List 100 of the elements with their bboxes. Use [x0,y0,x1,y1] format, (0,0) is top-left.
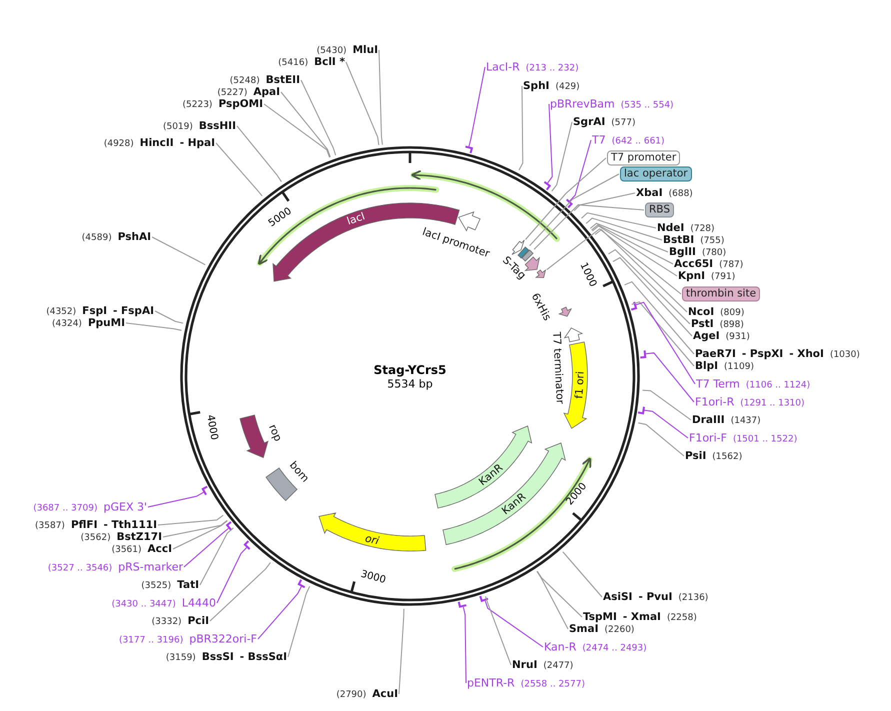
cut-position: (2790) [336,690,366,700]
cut-position: (429) [555,82,580,92]
leader-line [536,570,568,630]
enzyme-name: AsiSI [603,591,632,603]
cut-position: (5227) [217,88,248,98]
leader-line [586,218,662,240]
cut-position: (3587) [35,521,65,531]
leader-line [216,142,263,196]
cut-position: (780) [702,248,726,258]
enzyme-name: BssHII [198,120,236,132]
leader-line [236,126,282,182]
leader-line [631,301,694,366]
leader-line [398,608,404,694]
feature-tag: RBS [645,202,674,218]
enzyme-name: - XmaI [622,611,661,623]
cut-position: (577) [611,118,636,128]
leader-line [462,606,466,684]
feature-label: ori [364,532,380,548]
leader-line [612,257,692,336]
primer-position: (2474 .. 2493) [582,644,647,654]
leader-line [184,528,229,568]
cut-position: (1030) [830,350,860,360]
cut-position: (3332) [152,617,182,627]
enzyme-name: - HpaI [180,137,215,149]
leader-line [562,551,602,598]
enzyme-name: PsiI [685,450,706,462]
cut-position: (2477) [543,661,574,671]
leader-line [547,104,553,184]
primer-name: pGEX 3' [103,500,147,514]
leader-line [200,527,234,586]
primer-name: pBRrevBam [550,98,615,110]
cut-position: (2136) [678,593,708,603]
primer-position: (213 .. 232) [526,64,579,74]
enzyme-name: - PvuI [638,591,672,603]
plasmid-name: Stag-YCrs5 [374,363,446,377]
leader-line [581,212,656,228]
cut-position: (809) [720,308,744,318]
cut-position: (2260) [604,625,634,635]
leader-line [152,236,206,266]
cut-position: (3561) [112,545,142,555]
feature-label: rop [266,423,284,444]
feature-label: lacI [345,210,366,228]
enzyme-name: AccI [148,543,172,555]
cut-position: (4928) [104,139,134,149]
leader-line [468,66,486,147]
enzyme-name: - XhoI [789,348,824,360]
enzyme-name: - BssSαI [240,651,287,663]
primer-name: F1ori-R [695,396,734,408]
enzyme-name: PshAI [118,231,151,243]
enzyme-name: TatI [177,579,199,591]
leader-line [300,80,336,156]
leader-line [636,302,696,384]
leader-line [518,86,524,171]
enzyme-name: NdeI [657,222,684,234]
primer-position: (3687 .. 3709) [33,504,98,514]
enzyme-name: TspMI [583,611,617,623]
cut-position: (898) [720,320,744,330]
enzyme-name: XbaI [636,187,663,199]
enzyme-name: SgrAI [573,116,606,128]
primer-position: (1106 .. 1124) [746,380,810,390]
primer-name: F1ori-F [689,432,727,444]
cut-position: (755) [700,236,724,246]
cut-position: (3159) [166,653,196,663]
leader-line [591,224,674,264]
cut-position: (3562) [80,533,111,543]
feature-label: 6xHis [528,290,553,322]
primer-name: L4440 [182,596,216,610]
cut-position: (787) [719,260,744,270]
cut-position: (5248) [230,76,260,86]
leader-line [148,492,204,508]
leader-line [569,140,592,202]
cut-position: (2258) [666,613,697,623]
enzyme-name: MluI [352,44,378,56]
leader-line [536,570,582,618]
leader-line [288,586,310,658]
enzyme-name: - PspXI [742,348,784,360]
primer-name: pENTR-R [467,676,515,690]
enzyme-name: AgeI [693,330,720,342]
enzyme-name: NruI [512,659,538,671]
enzyme-name: BlpI [695,360,718,372]
enzyme-name: NcoI [688,306,714,318]
enzyme-name: BstZ17I [116,531,162,543]
leader-line [624,281,694,354]
cut-position: (5430) [316,46,347,56]
leader-line [551,122,572,192]
leader-line [346,62,380,146]
primer-name: pRS-marker [118,560,183,574]
primer-position: (2558 .. 2577) [520,680,585,690]
leader-line [484,600,544,648]
cut-position: (1437) [730,416,761,426]
cut-position: (4589) [82,233,112,243]
leader-line [594,228,688,312]
leader-line [546,228,682,294]
leader-line [210,562,271,622]
enzyme-name: PflFI [70,519,98,531]
primer-position: (1501 .. 1522) [732,434,798,444]
primer-position: (3430 .. 3447) [112,600,176,610]
leader-line [162,520,228,538]
feature-tag: thrombin site [682,286,760,302]
primer-name: T7 Term [696,378,740,390]
